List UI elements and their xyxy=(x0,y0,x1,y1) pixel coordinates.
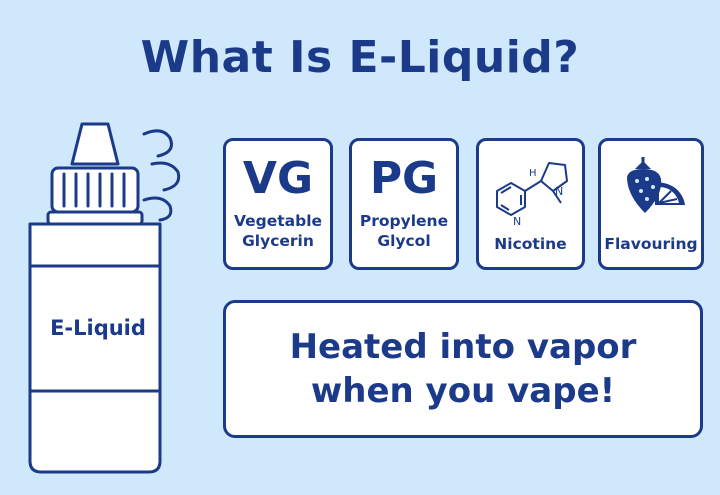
e-liquid-bottle: E-Liquid xyxy=(20,116,195,486)
nicotine-molecule-icon: N H N xyxy=(496,162,568,228)
svg-text:N: N xyxy=(513,215,521,228)
vapor-message-box: Heated into vapor when you vape! xyxy=(223,300,703,438)
svg-text:H: H xyxy=(529,168,537,179)
bottle-icon xyxy=(28,122,181,474)
flavouring-name: Flavouring xyxy=(604,235,698,253)
bottle-label: E-Liquid xyxy=(50,316,146,340)
strawberry-orange-icon xyxy=(627,157,685,213)
message-line1: Heated into vapor xyxy=(289,327,637,367)
ingredient-card-vg: VG Vegetable Glycerin xyxy=(223,138,333,270)
vg-name-line1: Vegetable xyxy=(233,212,323,230)
ingredient-card-flavouring: Flavouring xyxy=(598,138,704,270)
svg-text:N: N xyxy=(555,185,563,198)
nicotine-name: Nicotine xyxy=(494,235,567,253)
ingredient-card-pg: PG Propylene Glycol xyxy=(349,138,459,270)
vg-name-line2: Glycerin xyxy=(242,232,314,250)
page-title: What Is E-Liquid? xyxy=(140,32,580,83)
pg-name-line2: Glycol xyxy=(377,232,431,250)
vg-abbreviation: VG xyxy=(242,153,314,204)
ingredient-card-nicotine: N H N Nicotine xyxy=(476,138,585,270)
pg-abbreviation: PG xyxy=(369,153,439,204)
pg-name-line1: Propylene xyxy=(359,212,449,230)
message-line2: when you vape! xyxy=(310,371,616,411)
